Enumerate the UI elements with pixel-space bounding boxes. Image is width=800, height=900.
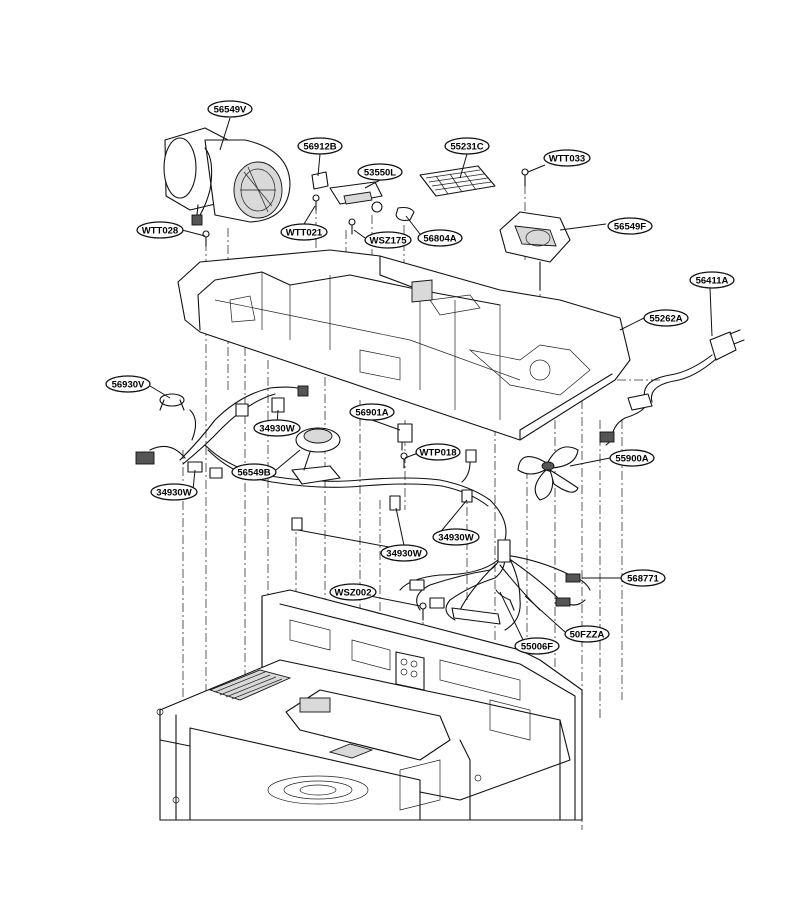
thermostat [159,393,185,411]
callout-55231c: 55231C [444,137,490,155]
callout-56930v: 56930V [105,375,151,393]
label-56549b: 56549B [237,468,270,479]
callout-34930w-a: 34930W [253,419,301,437]
leader-lines [149,117,713,645]
callout-wtt028: WTT028 [136,221,184,239]
fan-blade [517,446,579,501]
fan-motor [291,427,341,485]
label-wtt033: WTT033 [549,154,585,165]
blower-motor-assembly [163,127,291,226]
callout-wtt033: WTT033 [543,149,591,167]
label-56901a: 56901A [355,408,388,419]
callout-53550l: 53550L [357,163,403,181]
label-568771: 568771 [627,574,659,585]
callout-34930w-b: 34930W [150,483,198,501]
callout-wsz002: WSZ002 [329,583,377,601]
power-cord [599,329,745,446]
callout-56549b: 56549B [231,463,277,481]
label-55262a: 55262A [649,314,682,325]
label-55900a: 55900A [615,454,648,465]
callout-568771: 568771 [620,569,666,587]
label-56549v: 56549V [214,105,247,116]
callout-55006f: 55006F [514,637,560,655]
callout-56411a: 56411A [689,271,735,289]
label-55231c: 55231C [450,142,483,153]
callout-wtt021: WTT021 [280,223,328,241]
label-50fzza: 50FZZA [570,630,605,641]
microwave-cabinet [156,589,583,821]
callout-56549v: 56549V [207,100,253,118]
wire-harness-lower [291,489,591,631]
label-wtt028: WTT028 [142,226,178,237]
callout-34930w-c: 34930W [432,528,480,546]
label-56549f: 56549F [614,222,646,233]
label-53550l: 53550L [364,168,396,179]
label-wsz002: WSZ002 [335,588,372,599]
callout-56901a: 56901A [349,403,395,421]
label-34930w-a: 34930W [259,424,294,435]
callout-55262a: 55262A [643,309,689,327]
label-55006f: 55006F [521,642,553,653]
label-56930v: 56930V [112,380,145,391]
label-wtp018: WTP018 [420,448,457,459]
base-plate [177,249,631,441]
label-wsz175: WSZ175 [370,236,408,247]
label-34930w-d: 34930W [386,549,421,560]
callout-wtp018: WTP018 [415,443,461,461]
callout-56804a: 56804A [417,229,463,247]
label-34930w-c: 34930W [438,533,473,544]
label-56411a: 56411A [696,276,729,287]
grease-filter [419,165,496,197]
small-parts-top [202,168,529,247]
fan-motor-bracket [499,211,571,291]
callout-56912b: 56912B [297,137,343,155]
callout-55900a: 55900A [609,449,655,467]
interlock-switch [397,423,413,451]
callout-56549f: 56549F [607,217,653,235]
callout-34930w-d: 34930W [380,544,428,562]
callout-50fzza: 50FZZA [564,625,610,643]
label-56912b: 56912B [303,142,336,153]
wtp018-screw [400,452,408,469]
label-34930w-b: 34930W [156,488,191,499]
label-56804a: 56804A [423,234,456,245]
callout-wsz175: WSZ175 [364,231,412,249]
label-wtt021: WTT021 [286,228,323,239]
